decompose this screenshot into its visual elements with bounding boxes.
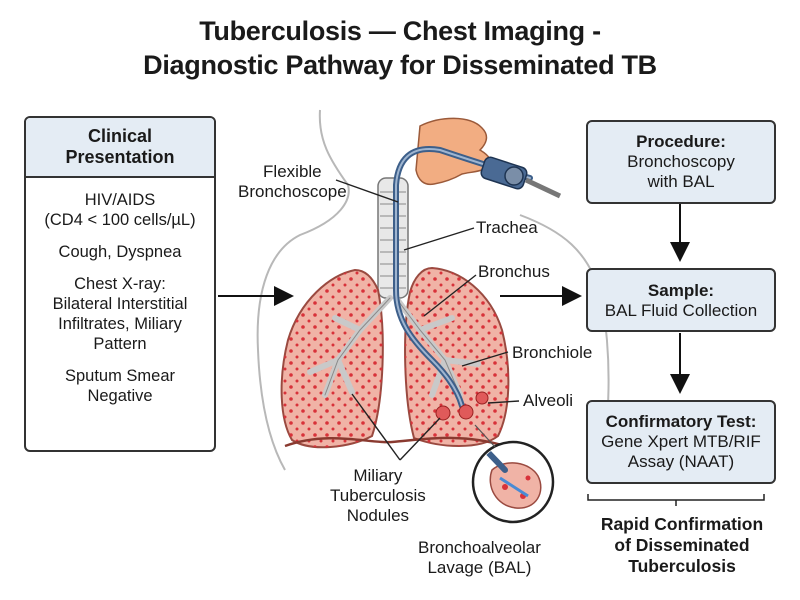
label-text: Bronchoscope <box>238 182 347 201</box>
clinical-item-text: Negative <box>87 387 153 405</box>
label-bal: Bronchoalveolar Lavage (BAL) <box>418 538 541 578</box>
procedure-box: Procedure: Bronchoscopy with BAL <box>586 120 776 204</box>
label-text: Bronchoalveolar <box>418 538 541 557</box>
sample-text: BAL Fluid Collection <box>604 301 758 320</box>
result-bracket <box>587 494 765 506</box>
label-flexible-bronchoscope: Flexible Bronchoscope <box>238 162 347 202</box>
sample-box: Sample: BAL Fluid Collection <box>586 268 776 332</box>
confirm-heading: Confirmatory Test: <box>605 412 757 431</box>
label-text: Miliary <box>353 466 403 485</box>
clinical-item-text: Bilateral Interstitial <box>52 295 188 313</box>
clinical-item-text: HIV/AIDS <box>84 191 156 209</box>
procedure-text: Bronchoscopy <box>627 152 735 171</box>
clinical-item-hiv: HIV/AIDS (CD4 < 100 cells/µL) <box>26 190 214 230</box>
miliary-nodules <box>435 391 489 421</box>
result-text: Rapid Confirmation of Disseminated Tuber… <box>590 514 774 577</box>
clinical-item-text: Pattern <box>93 335 147 353</box>
clinical-heading-line2: Presentation <box>65 147 175 167</box>
clinical-presentation-panel: Clinical Presentation HIV/AIDS (CD4 < 10… <box>24 116 216 452</box>
label-text: Tuberculosis <box>330 486 426 505</box>
label-text: Nodules <box>346 506 410 525</box>
clinical-item-xray: Chest X-ray: Bilateral Interstitial Infi… <box>26 274 214 354</box>
label-bronchus: Bronchus <box>478 262 550 281</box>
clinical-item-text: (CD4 < 100 cells/µL) <box>44 211 196 229</box>
procedure-heading: Procedure: <box>636 132 726 151</box>
clinical-item-text: Sputum Smear <box>64 367 176 385</box>
clinical-item-text: Cough, Dyspnea <box>58 243 182 261</box>
procedure-text: with BAL <box>647 172 715 191</box>
clinical-item-symptoms: Cough, Dyspnea <box>26 242 214 262</box>
confirmatory-test-box: Confirmatory Test: Gene Xpert MTB/RIF As… <box>586 400 776 484</box>
result-line: of Disseminated <box>614 535 750 555</box>
label-bronchiole: Bronchiole <box>512 343 593 362</box>
alveolus-detail <box>489 462 542 509</box>
clinical-item-text: Chest X-ray: <box>74 275 166 293</box>
diagram-title: Tuberculosis — Chest Imaging - Diagnosti… <box>0 14 800 82</box>
title-line-1: Tuberculosis — Chest Imaging - <box>199 16 601 46</box>
result-line: Rapid Confirmation <box>600 514 764 534</box>
label-trachea: Trachea <box>476 218 538 237</box>
left-lung-dots <box>281 270 383 448</box>
diaphragm <box>284 436 506 448</box>
title-line-2: Diagnostic Pathway for Disseminated TB <box>143 50 657 80</box>
label-text: Flexible <box>263 162 322 181</box>
leader-lines <box>335 179 520 461</box>
label-text: Lavage (BAL) <box>427 558 532 577</box>
clinical-heading: Clinical Presentation <box>26 118 214 178</box>
clinical-item-text: Infiltrates, Miliary <box>58 315 182 333</box>
label-miliary-nodules: Miliary Tuberculosis Nodules <box>330 466 426 526</box>
bronchial-tree-outline <box>324 297 461 396</box>
clinical-heading-line1: Clinical <box>87 126 153 146</box>
bronchoscope-handle <box>480 156 562 199</box>
clinical-item-sputum: Sputum Smear Negative <box>26 366 214 406</box>
flow-arrows <box>218 204 690 394</box>
sample-heading: Sample: <box>647 281 715 300</box>
result-line: Tuberculosis <box>628 556 736 576</box>
confirm-text: Assay (NAAT) <box>627 452 735 471</box>
confirm-text: Gene Xpert MTB/RIF <box>601 432 761 451</box>
label-alveoli: Alveoli <box>523 391 574 410</box>
